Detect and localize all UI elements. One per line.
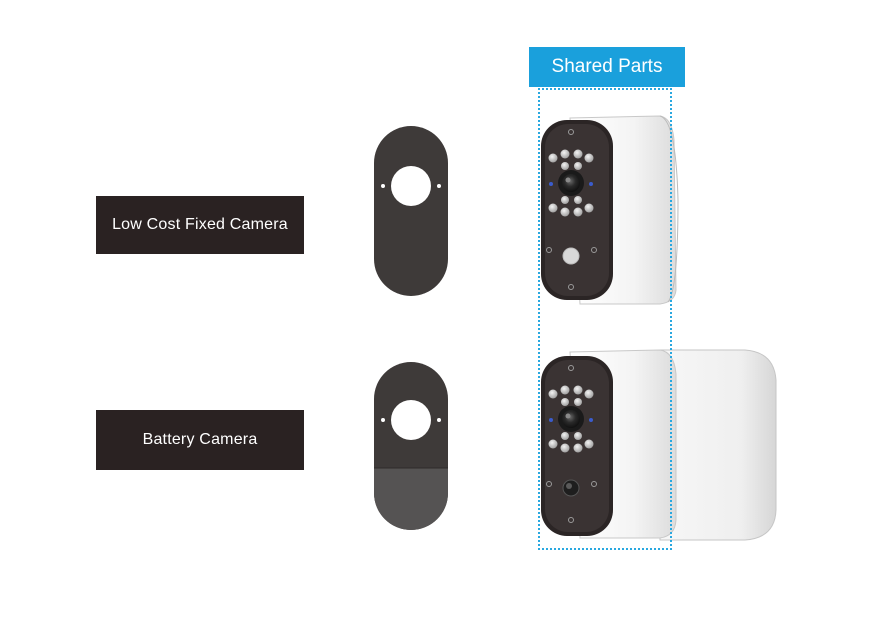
status-led-icon <box>549 182 553 186</box>
battery-pack-housing <box>659 349 777 541</box>
shared-parts-header: Shared Parts <box>529 47 685 87</box>
fixed-camera-faceplate <box>374 126 448 296</box>
battery-camera-illustration <box>541 349 777 541</box>
faceplate-lens-hole <box>391 400 431 440</box>
battery-camera-faceplate <box>374 362 448 530</box>
fixed-camera-illustration <box>541 115 679 305</box>
shared-parts-outline <box>538 88 672 550</box>
faceplate-screw-hole-left <box>381 418 385 422</box>
screw-icons <box>546 365 597 523</box>
faceplate-lens-hole <box>391 166 431 206</box>
faceplate-screw-hole-left <box>381 184 385 188</box>
battery-camera-label: Battery Camera <box>96 410 304 470</box>
status-led-icon <box>589 182 593 186</box>
faceplate-screw-hole-right <box>437 184 441 188</box>
screw-icons <box>546 129 597 290</box>
battery-camera-label-text: Battery Camera <box>142 431 258 448</box>
faceplate-screw-hole-right <box>437 418 441 422</box>
pir-sensor <box>562 247 580 265</box>
status-led-icon <box>589 418 593 422</box>
low-cost-fixed-camera-label-text: Low Cost Fixed Camera <box>112 216 288 233</box>
ir-led-ring <box>548 385 594 453</box>
shared-parts-header-text: Shared Parts <box>551 56 663 77</box>
ir-led-ring <box>548 149 594 217</box>
low-cost-fixed-camera-label: Low Cost Fixed Camera <box>96 196 304 254</box>
faceplate-battery-section <box>374 468 448 530</box>
status-led-icon <box>549 418 553 422</box>
